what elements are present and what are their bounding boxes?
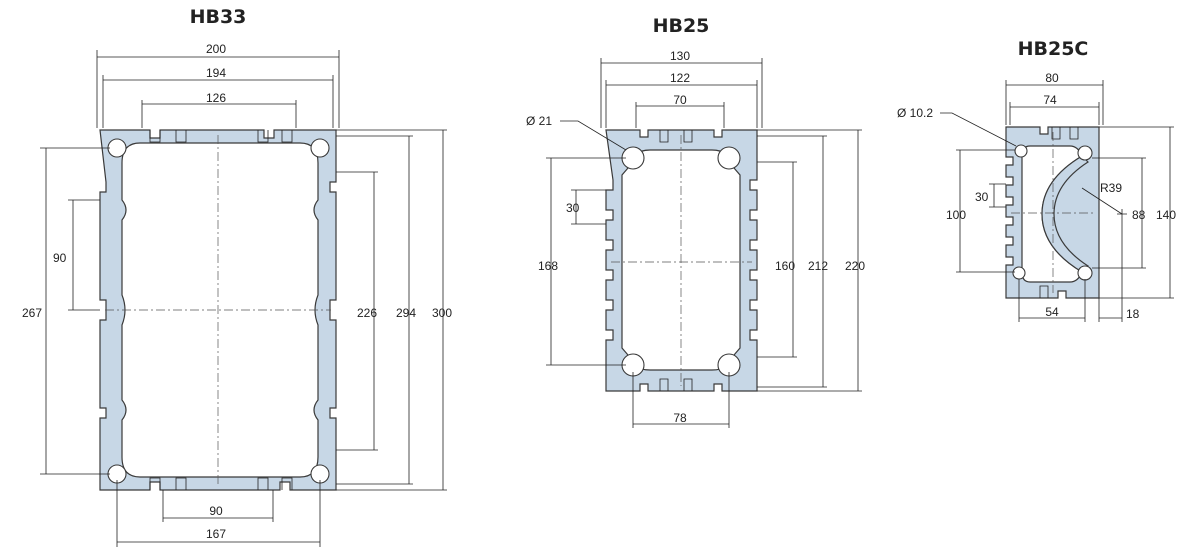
hb25c-dim-left-outer: 100 xyxy=(946,208,966,222)
hb25c-slot-top xyxy=(1051,127,1079,140)
profile-title-hb25c: HB25C xyxy=(1018,38,1089,60)
hb25-dim-right-inner: 160 xyxy=(775,259,795,273)
hb33-dim-left-outer: 267 xyxy=(22,306,42,320)
profile-hb25: HB25 130 122 70 Ø 21 168 30 160 212 220 xyxy=(526,15,865,428)
hb33-dim-right-outer-line xyxy=(336,129,447,491)
profile-title-hb33: HB33 xyxy=(190,6,247,28)
hb25-dim-top-outer-line xyxy=(600,58,763,128)
hb25c-slot-bottom xyxy=(1039,285,1049,298)
profile-hb33: HB33 200 194 126 267 90 226 294 300 xyxy=(22,6,452,547)
hb25-hole-leader xyxy=(560,120,627,151)
hb25c-dim-bottom-right: 18 xyxy=(1126,307,1140,321)
hb33-dim-right-mid-line xyxy=(336,135,413,485)
hb25c-dim-top-inner: 74 xyxy=(1043,93,1057,107)
hb25-dim-top-inner: 70 xyxy=(673,93,687,107)
hb33-dim-right-inner: 226 xyxy=(357,306,377,320)
hb25c-dim-hole: Ø 10.2 xyxy=(897,106,933,120)
hb33-dim-top-mid-line xyxy=(102,75,334,128)
hb33-dim-left-outer-line xyxy=(40,147,110,475)
profile-hb25c: HB25C 80 74 Ø 10.2 R39 100 30 88 140 xyxy=(897,38,1176,322)
hb33-slot-top-right xyxy=(257,130,293,143)
hb25-slot-top xyxy=(659,130,693,143)
hb33-dim-top-inner: 126 xyxy=(206,91,226,105)
hb25c-dim-left-slot-line xyxy=(989,183,1006,208)
hb25-dim-hole: Ø 21 xyxy=(526,114,552,128)
hb25-dim-top-inner-line xyxy=(635,102,725,128)
hb25-dim-right-inner-line xyxy=(757,161,797,358)
hb25c-dim-top-outer-line xyxy=(1005,80,1104,125)
hb33-dim-right-inner-line xyxy=(336,171,378,451)
hb25-dim-top-mid: 122 xyxy=(670,71,690,85)
hb25-slot-bottom xyxy=(659,378,693,391)
hb25c-hole-br xyxy=(1077,265,1093,281)
hb25c-dim-bottom-inner-line xyxy=(1018,279,1086,322)
hb33-dim-bottom-inner: 90 xyxy=(209,504,223,518)
hb25-dim-left-outer: 168 xyxy=(538,259,558,273)
hb25c-hole-tr xyxy=(1077,145,1093,161)
profile-title-hb25: HB25 xyxy=(653,15,710,37)
hb25-dim-right-mid-line xyxy=(757,135,827,388)
hb33-dim-right-mid: 294 xyxy=(396,306,416,320)
hb33-slot-bottom xyxy=(149,477,293,490)
hb25c-dim-right-outer: 140 xyxy=(1156,208,1176,222)
hb25-dim-top-mid-line xyxy=(605,80,758,128)
hb33-dim-top-outer: 200 xyxy=(206,42,226,56)
hb33-dim-bottom-inner-line xyxy=(162,490,274,522)
hb25-hole-tr xyxy=(717,146,741,170)
hb25c-radius-leader xyxy=(1081,187,1123,215)
hb33-dim-right-outer: 300 xyxy=(432,306,452,320)
hb33-dim-top-inner-line xyxy=(141,100,297,128)
hb25c-radius-center-mark xyxy=(1117,209,1127,219)
hb25c-dim-left-slot: 30 xyxy=(975,190,989,204)
hb25c-hole-leader xyxy=(940,112,1017,147)
hb25-dim-left-slot: 30 xyxy=(566,201,580,215)
hb33-dim-top-mid: 194 xyxy=(206,66,226,80)
hb25-dim-right-outer-line xyxy=(757,129,862,392)
hb25-dim-left-slot-line xyxy=(571,189,606,225)
hb25c-dim-left-outer-line xyxy=(956,149,1015,273)
hb33-dim-bottom-outer: 167 xyxy=(206,527,226,541)
hb25-dim-top-outer: 130 xyxy=(670,49,690,63)
hb25c-hole-tl xyxy=(1014,144,1028,158)
hb33-dim-bottom-outer-line xyxy=(116,480,321,547)
hb33-dim-left-slot-line xyxy=(68,199,100,311)
hb33-hole-tr xyxy=(310,138,330,158)
hb25c-dim-right-inner: 88 xyxy=(1132,208,1146,222)
hb25c-arc-web xyxy=(1041,155,1089,273)
hb25-dim-bottom: 78 xyxy=(673,411,687,425)
hb25c-hole-bl xyxy=(1012,266,1026,280)
hb25c-dim-right-outer-line xyxy=(1099,126,1174,299)
hb33-slot-top-left xyxy=(149,130,187,143)
hb25c-dim-bottom-right-line xyxy=(1098,219,1123,322)
hb33-hole-tl xyxy=(107,138,127,158)
hb25c-dim-bottom-inner: 54 xyxy=(1045,305,1059,319)
hb25-dim-right-outer: 220 xyxy=(845,259,865,273)
hb25c-dim-top-inner-line xyxy=(1009,102,1100,125)
hb25-dim-left-outer-line xyxy=(546,157,626,366)
hb25-dim-bottom-line xyxy=(632,372,730,428)
hb25c-dim-top-outer: 80 xyxy=(1045,71,1059,85)
hb25c-dim-radius: R39 xyxy=(1100,181,1122,195)
hb33-dim-top-outer-line xyxy=(96,50,340,128)
hb25-dim-right-mid: 212 xyxy=(808,259,828,273)
hb33-dim-left-slot: 90 xyxy=(53,251,67,265)
hb25c-dim-right-inner-line xyxy=(1092,157,1146,269)
